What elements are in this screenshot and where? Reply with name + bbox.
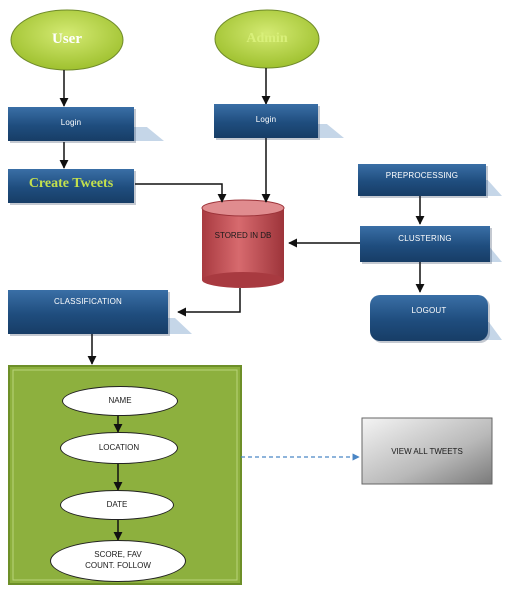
clustering-box bbox=[360, 226, 490, 262]
admin-label: Admin bbox=[246, 31, 288, 46]
score-ellipse: SCORE, FAV COUNT. FOLLOW bbox=[50, 540, 186, 582]
logout-button[interactable] bbox=[370, 295, 488, 341]
score-label-line2: COUNT. FOLLOW bbox=[85, 561, 151, 570]
user-login-label: Login bbox=[60, 117, 82, 127]
location-ellipse: LOCATION bbox=[60, 432, 178, 464]
score-label-line1: SCORE, FAV bbox=[94, 550, 142, 560]
arrow-db-to-classification bbox=[177, 288, 241, 317]
date-ellipse: DATE bbox=[60, 490, 174, 520]
create-tweets-label: Create Tweets bbox=[28, 176, 114, 191]
logout-label: LOGOUT bbox=[411, 305, 447, 315]
name-label: NAME bbox=[108, 395, 132, 405]
preprocessing-label: PREPROCESSING bbox=[385, 170, 459, 180]
stored-in-db-label: STORED IN DB bbox=[214, 230, 272, 240]
arrow-create-to-db bbox=[135, 183, 227, 203]
admin-login-label: Login bbox=[255, 114, 277, 124]
stored-in-db-cylinder bbox=[201, 199, 285, 288]
clustering-label: CLUSTERING bbox=[398, 233, 452, 243]
preprocessing-box bbox=[358, 164, 486, 196]
view-all-tweets-label: VIEW ALL TWEETS bbox=[391, 446, 463, 456]
user-label: User bbox=[52, 30, 82, 47]
user-oval-shape bbox=[10, 9, 124, 71]
user-login-box bbox=[8, 107, 134, 141]
admin-oval-shape bbox=[214, 9, 320, 69]
admin-login-box bbox=[214, 104, 318, 138]
classification-box bbox=[8, 290, 168, 334]
view-all-tweets-box bbox=[361, 417, 493, 485]
create-tweets-box bbox=[8, 169, 134, 203]
location-label: LOCATION bbox=[98, 442, 140, 452]
date-label: DATE bbox=[106, 499, 128, 509]
classification-label: CLASSIFICATION bbox=[54, 296, 122, 306]
name-ellipse: NAME bbox=[62, 386, 178, 416]
